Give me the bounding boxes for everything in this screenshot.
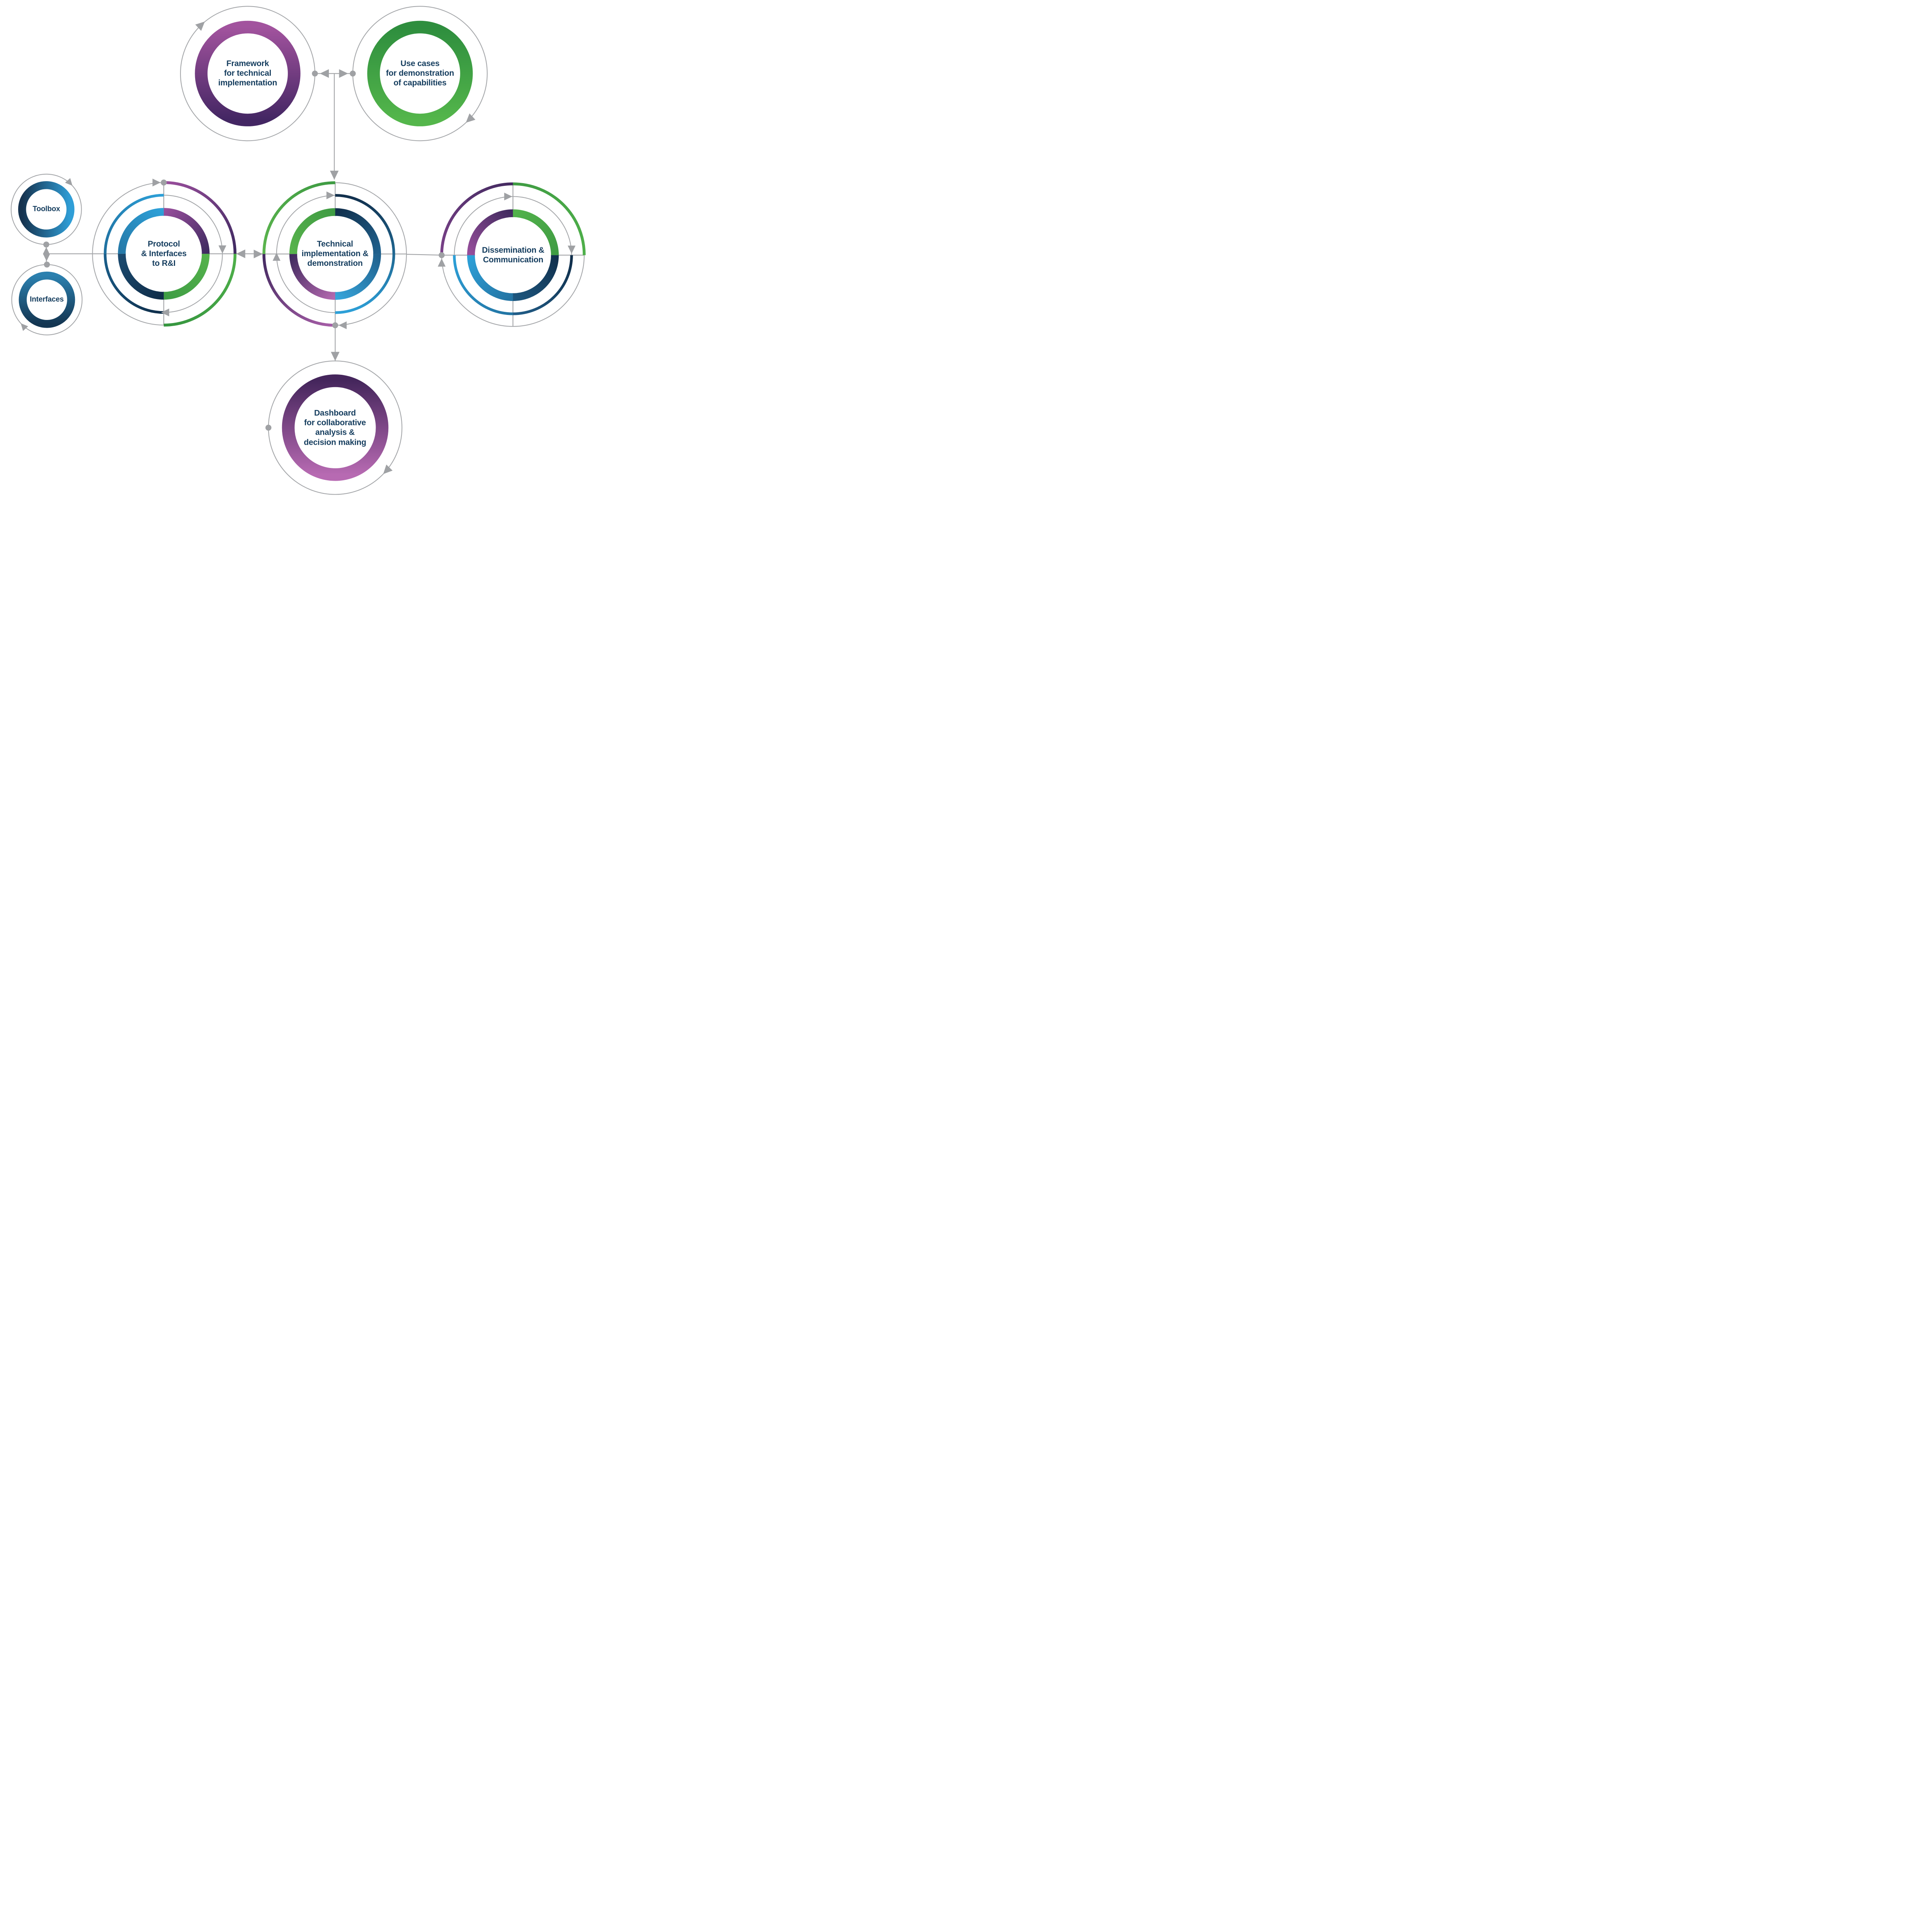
technical-ring-q-navy	[335, 208, 381, 254]
protocol-ring-q-purple	[163, 208, 210, 254]
node-dissemination-label: Dissemination & Communication	[482, 245, 544, 264]
node-dissemination	[437, 182, 586, 327]
dissemination-right-arrow-icon	[568, 245, 576, 254]
technical-outer-arc-purple	[262, 254, 335, 327]
protocol-middle-arc-blue	[104, 194, 164, 254]
technical-top-arrow-icon	[326, 191, 335, 199]
dissemination-middle-arc-blue	[453, 255, 513, 315]
technical-bottom-arrow-icon	[338, 321, 347, 329]
protocol-outer-arc-purple	[163, 181, 237, 254]
technical-bottom-dot	[332, 322, 338, 328]
dissemination-ring-q-green	[513, 209, 559, 255]
technical-ring-q-blue	[335, 254, 381, 300]
protocol-outer-arc-green	[163, 253, 237, 327]
dissemination-outer-arc-green	[513, 182, 586, 255]
node-dashboard-label: Dashboard for collaborative analysis & d…	[304, 408, 366, 447]
dissemination-ring-q-blue	[467, 255, 513, 301]
protocol-center-disc	[126, 216, 202, 292]
technical-center-disc	[297, 216, 373, 292]
node-interfaces-label: Interfaces	[30, 295, 64, 304]
protocol-top-arrow-icon	[152, 179, 161, 187]
toolbox-connector-dot	[43, 242, 49, 248]
protocol-ring-q-blue	[118, 208, 164, 254]
toolbox-ring	[18, 181, 75, 238]
arrow-to-technical-top-icon	[330, 170, 339, 180]
technical-outer-arc-green	[262, 181, 335, 254]
node-use-cases	[350, 6, 488, 141]
node-use-cases-label: Use cases for demonstration of capabilit…	[386, 59, 454, 88]
framework-connector-dot	[312, 70, 318, 77]
interfaces-connector-dot	[44, 261, 50, 268]
technical-ring-q-purple	[289, 254, 335, 300]
node-interfaces	[11, 261, 83, 335]
technical-ring-q-green	[289, 208, 335, 254]
dashboard-ring	[282, 374, 389, 481]
use-cases-connector-dot	[350, 70, 356, 77]
dissemination-ring-q-purple	[467, 209, 513, 255]
protocol-middle-arc-navy	[104, 253, 164, 314]
arrow-to-dashboard-icon	[331, 352, 340, 361]
dissemination-left-arrow-icon	[437, 259, 446, 267]
dissemination-left-dot	[439, 252, 445, 259]
dissemination-top-arrow-icon	[504, 192, 512, 201]
use-cases-ring	[367, 20, 473, 126]
node-toolbox-label: Toolbox	[32, 205, 60, 213]
dashboard-connector-dot	[265, 425, 272, 431]
interfaces-ring	[19, 271, 75, 328]
dissemination-ring-q-navy	[513, 255, 559, 301]
node-framework-label: Framework for technical implementation	[218, 59, 277, 88]
protocol-ring-q-navy	[118, 253, 164, 300]
diagram-canvas	[10, 6, 586, 495]
diagram-stage: Framework for technical implementation U…	[0, 0, 606, 499]
technical-middle-arc-navyblue	[335, 194, 395, 314]
connector-technical-dissemination	[406, 253, 442, 256]
protocol-top-dot	[161, 179, 167, 186]
dissemination-middle-arc-navy	[513, 255, 573, 315]
node-framework	[180, 6, 318, 141]
node-protocol	[92, 179, 237, 327]
node-dashboard	[265, 360, 403, 495]
arrow-to-toolbox-icon	[43, 247, 50, 255]
arrow-to-framework-icon	[320, 69, 329, 78]
protocol-bottom-arrow-icon	[161, 308, 169, 316]
arrow-to-interfaces-icon	[43, 254, 50, 262]
arrow-to-technical-left-icon	[253, 250, 263, 259]
node-toolbox	[10, 173, 82, 248]
framework-ring	[195, 20, 301, 126]
protocol-right-arrow-icon	[218, 245, 226, 254]
protocol-ring-q-green	[163, 253, 210, 300]
dissemination-center-disc	[475, 217, 551, 293]
arrow-to-use-cases-icon	[339, 69, 348, 78]
arrow-to-protocol-icon	[236, 249, 245, 259]
dissemination-outer-arc-purple	[440, 182, 513, 255]
node-protocol-label: Protocol & Interfaces to R&I	[141, 240, 187, 268]
node-technical-label: Technical implementation & demonstration	[301, 240, 369, 268]
node-technical	[262, 181, 407, 329]
